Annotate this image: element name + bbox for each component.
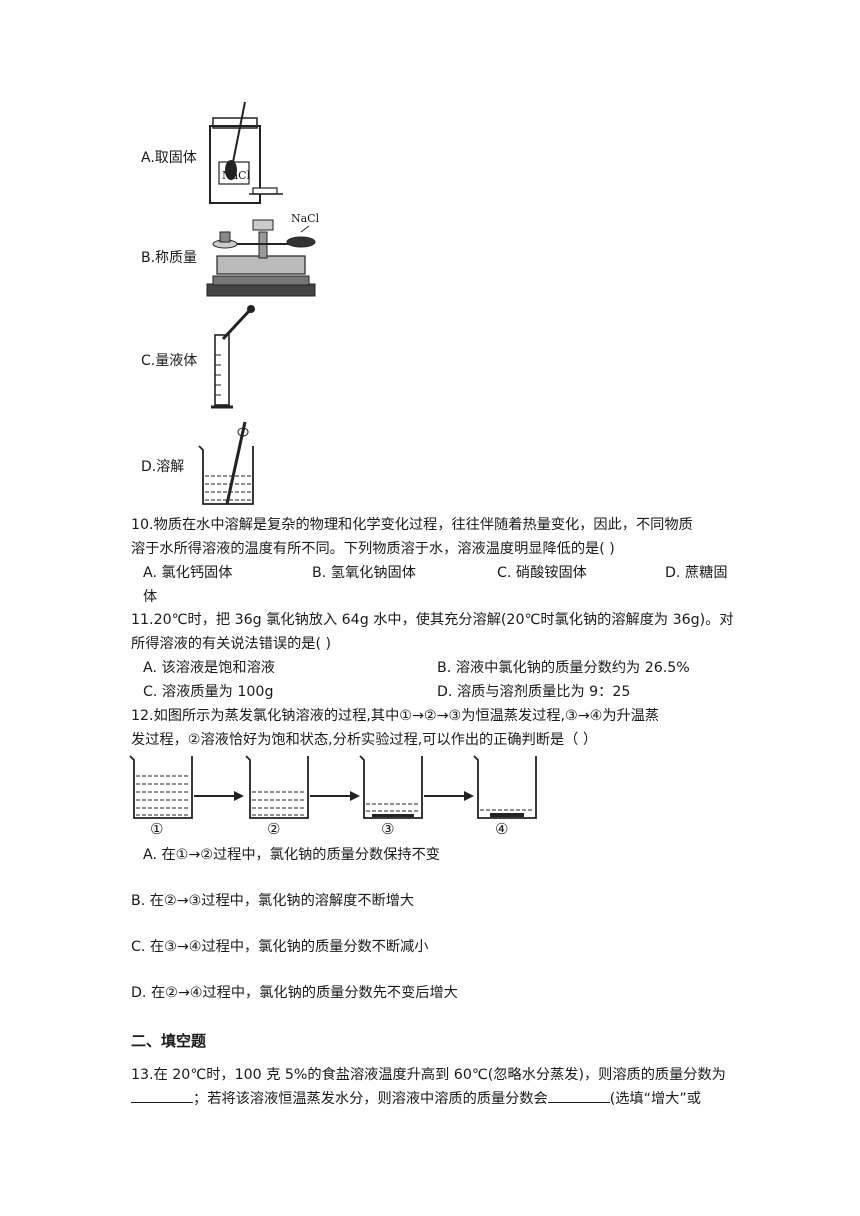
answer-blank-2[interactable] bbox=[547, 1088, 610, 1103]
q10-option-a: A. 氯化钙固体 bbox=[143, 565, 233, 581]
balance-illustration bbox=[206, 219, 316, 297]
beaker-label-3: ③ bbox=[381, 820, 395, 838]
beaker-label-1: ① bbox=[150, 820, 164, 838]
q12-line2: 发过程，②溶液恰好为饱和状态,分析实验过程,可以作出的正确判断是（ ） bbox=[131, 732, 598, 748]
q11-option-c: C. 溶液质量为 100g bbox=[143, 684, 274, 700]
q13-line1: 13.在 20℃时，100 克 5%的食盐溶液温度升高到 60℃(忽略水分蒸发)… bbox=[131, 1067, 726, 1083]
q10-option-d-wrap: 体 bbox=[143, 589, 158, 605]
nacl-balance-label: NaCl bbox=[291, 212, 320, 225]
solid-jar-illustration bbox=[209, 101, 283, 204]
q12-option-c: C. 在③→④过程中，氯化钠的质量分数不断减小 bbox=[131, 939, 429, 955]
q12-option-d: D. 在②→④过程中，氯化钠的质量分数先不变后增大 bbox=[131, 985, 458, 1001]
q12-option-b: B. 在②→③过程中，氯化钠的溶解度不断增大 bbox=[131, 893, 415, 909]
answer-blank-1[interactable] bbox=[131, 1088, 193, 1103]
graduated-cylinder-illustration bbox=[211, 305, 255, 409]
beaker-dissolve-illustration bbox=[198, 421, 254, 505]
q10-line2: 溶于水所得溶液的温度有所不同。下列物质溶于水，溶液温度明显降低的是( ) bbox=[131, 541, 615, 557]
section-title: 二、填空题 bbox=[131, 1032, 207, 1050]
q11-option-b: B. 溶液中氯化钠的质量分数约为 26.5% bbox=[437, 660, 690, 676]
q13-line2-a: ；若将该溶液恒温蒸发水分，则溶液中溶质的质量分数会 bbox=[193, 1091, 548, 1107]
option-b-label: B.称质量 bbox=[141, 250, 198, 266]
beaker-label-4: ④ bbox=[495, 820, 509, 838]
q11-option-a: A. 该溶液是饱和溶液 bbox=[143, 660, 275, 676]
option-a-label: A.取固体 bbox=[141, 150, 197, 166]
option-d-label: D.溶解 bbox=[141, 459, 185, 475]
q13-line2: ；若将该溶液恒温蒸发水分，则溶液中溶质的质量分数会 (选填“增大”或 bbox=[131, 1088, 701, 1110]
q12-option-a: A. 在①→②过程中，氯化钠的质量分数保持不变 bbox=[143, 847, 440, 863]
q10-option-b: B. 氢氧化钠固体 bbox=[312, 565, 416, 581]
evaporation-beakers-diagram bbox=[129, 755, 537, 819]
q11-line1: 11.20℃时，把 36g 氯化钠放入 64g 水中，使其充分溶解(20℃时氯化… bbox=[131, 612, 734, 628]
q10-line1: 10.物质在水中溶解是复杂的物理和化学变化过程，往往伴随着热量变化，因此，不同物… bbox=[131, 517, 693, 533]
q12-line1: 12.如图所示为蒸发氯化钠溶液的过程,其中①→②→③为恒温蒸发过程,③→④为升温… bbox=[131, 708, 660, 724]
q11-option-d: D. 溶质与溶剂质量比为 9：25 bbox=[437, 684, 631, 700]
q13-line2-b: (选填“增大”或 bbox=[609, 1091, 701, 1107]
q11-line2: 所得溶液的有关说法错误的是( ) bbox=[131, 636, 332, 652]
q10-option-d: D. 蔗糖固 bbox=[665, 565, 728, 581]
nacl-jar-label: NaCl bbox=[222, 169, 251, 182]
beaker-label-2: ② bbox=[267, 820, 281, 838]
q10-option-c: C. 硝酸铵固体 bbox=[497, 565, 587, 581]
option-c-label: C.量液体 bbox=[141, 353, 198, 369]
